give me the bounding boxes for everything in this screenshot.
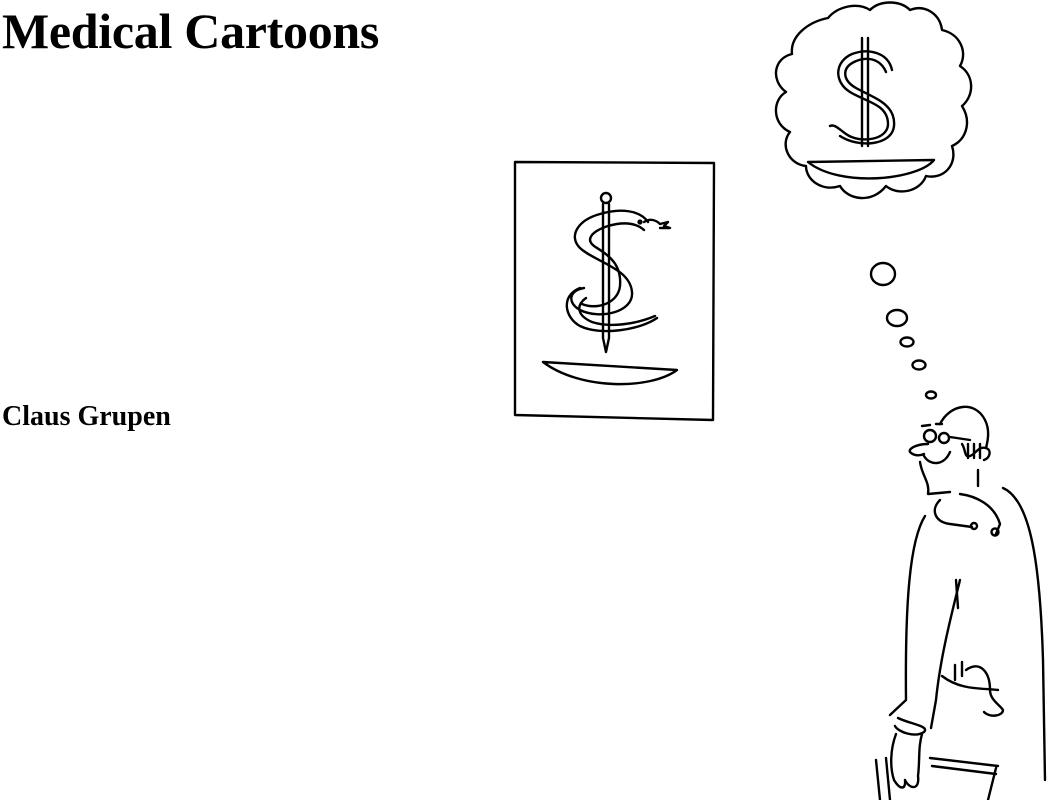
author-name: Claus Grupen <box>2 401 171 432</box>
doctor-head <box>938 405 990 450</box>
medical-bag <box>874 756 1000 800</box>
rod-of-asclepius-icon <box>541 191 679 386</box>
book-title: Medical Cartoons <box>2 3 380 59</box>
doctor-glasses <box>922 428 938 444</box>
thought-bubble <box>774 1 973 200</box>
thought-trail <box>869 261 938 400</box>
thought-bowl <box>806 158 936 180</box>
dollar-sign-icon <box>828 36 896 148</box>
doctor-hand <box>890 732 924 789</box>
framed-asclepius-picture <box>513 160 716 422</box>
stethoscope <box>933 492 1002 536</box>
doctor-coat <box>1001 486 1047 782</box>
doctor-figure <box>874 405 1047 800</box>
picture-frame <box>513 160 716 422</box>
thought-cloud-outline <box>774 1 973 200</box>
